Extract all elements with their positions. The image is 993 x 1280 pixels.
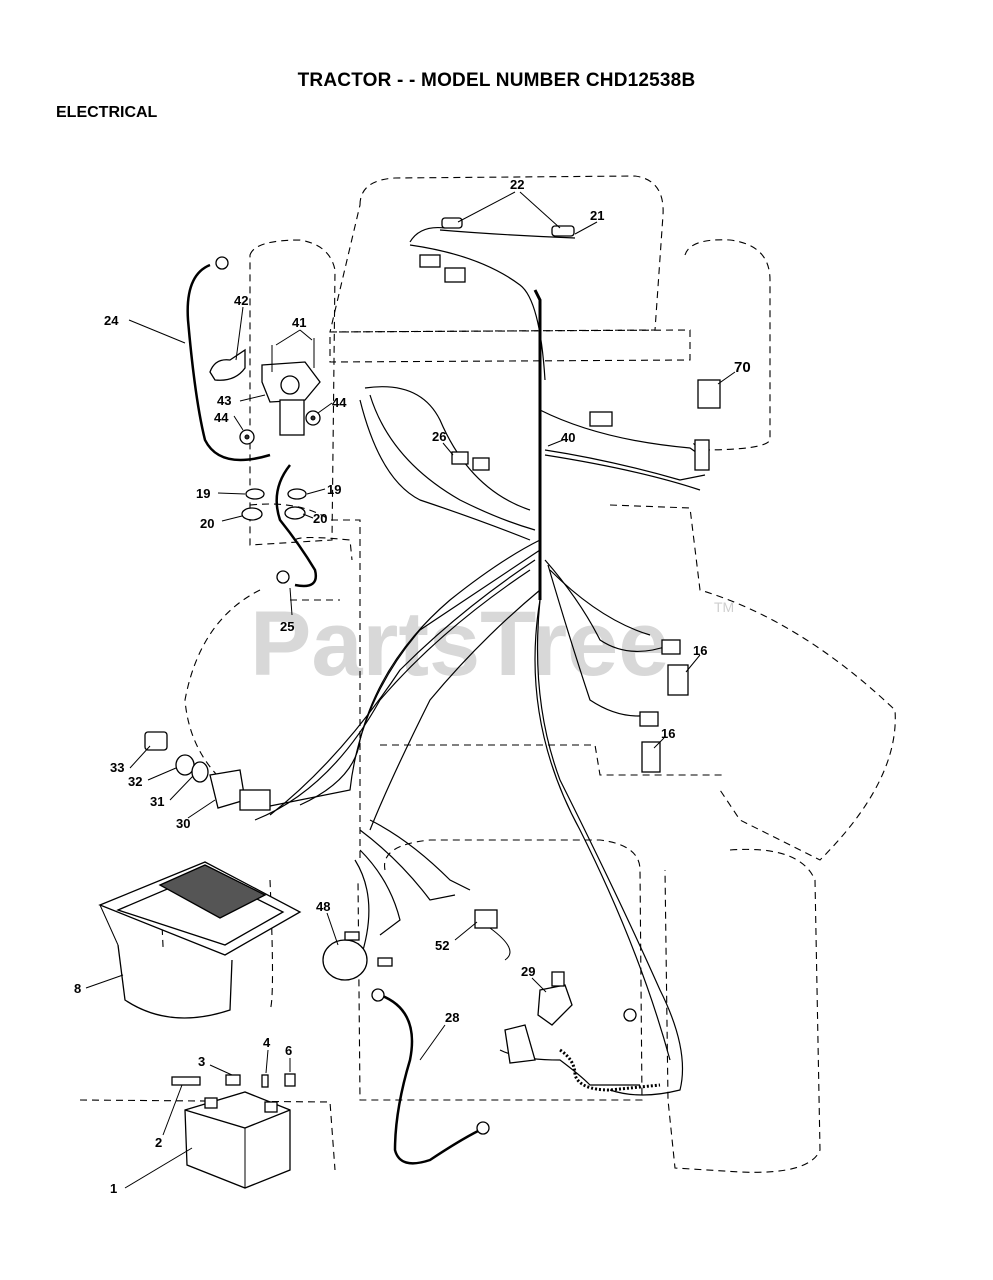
callout-20b: 20: [313, 511, 327, 526]
coil-cord: [559, 1048, 661, 1092]
wiring-harness: [254, 226, 706, 1096]
callout-41: 41: [292, 315, 306, 330]
ring-terminal: [215, 256, 229, 270]
watermark-text: PartsTree: [250, 593, 669, 695]
callout-31: 31: [150, 794, 164, 809]
callout-48: 48: [316, 899, 330, 914]
battery-cable-24: [186, 263, 271, 462]
callout-28: 28: [445, 1010, 459, 1025]
callout-52: 52: [435, 938, 449, 953]
callout-16b: 16: [661, 726, 675, 741]
callout-26: 26: [432, 429, 446, 444]
callout-44b: 44: [332, 395, 347, 410]
callout-30: 30: [176, 816, 190, 831]
callout-19b: 19: [327, 482, 341, 497]
callouts: 22 21 24 42 41 43 44 44 70 26 40 19 19 2…: [74, 177, 751, 1196]
callout-4: 4: [263, 1035, 271, 1050]
callout-20a: 20: [200, 516, 214, 531]
ground-cable-28: [379, 993, 481, 1165]
callout-40: 40: [561, 430, 575, 445]
callout-25: 25: [280, 619, 294, 634]
bulb-48: [322, 939, 368, 981]
leader-lines: [85, 191, 736, 1189]
watermark-trademark: TM: [714, 599, 734, 615]
connector-52: [474, 909, 498, 929]
diagram-title: TRACTOR - - MODEL NUMBER CHD12538B: [297, 70, 696, 91]
callout-2: 2: [155, 1135, 162, 1150]
callout-43: 43: [217, 393, 231, 408]
headlight-bulb: [441, 217, 463, 229]
callout-3: 3: [198, 1054, 205, 1069]
section-label: ELECTRICAL: [56, 104, 158, 121]
callout-42: 42: [234, 293, 248, 308]
callout-16a: 16: [693, 643, 707, 658]
callout-6: 6: [285, 1043, 292, 1058]
callout-32: 32: [128, 774, 142, 789]
callout-21: 21: [590, 208, 604, 223]
callout-1: 1: [110, 1181, 117, 1196]
callout-24: 24: [104, 313, 119, 328]
callout-29: 29: [521, 964, 535, 979]
callout-22: 22: [510, 177, 524, 192]
callout-19a: 19: [196, 486, 210, 501]
callout-70: 70: [734, 359, 751, 376]
battery-cable-25: [275, 464, 318, 588]
ignition-key: [144, 731, 168, 751]
callout-33: 33: [110, 760, 124, 775]
cables: [186, 263, 661, 1165]
callout-8: 8: [74, 981, 81, 996]
seat-switch: [537, 984, 573, 1026]
tractor-outline: [79, 175, 896, 1173]
interlock-switch: [667, 664, 689, 696]
parts: [98, 217, 721, 1189]
relay-70: [697, 379, 721, 409]
callout-44a: 44: [214, 410, 229, 425]
